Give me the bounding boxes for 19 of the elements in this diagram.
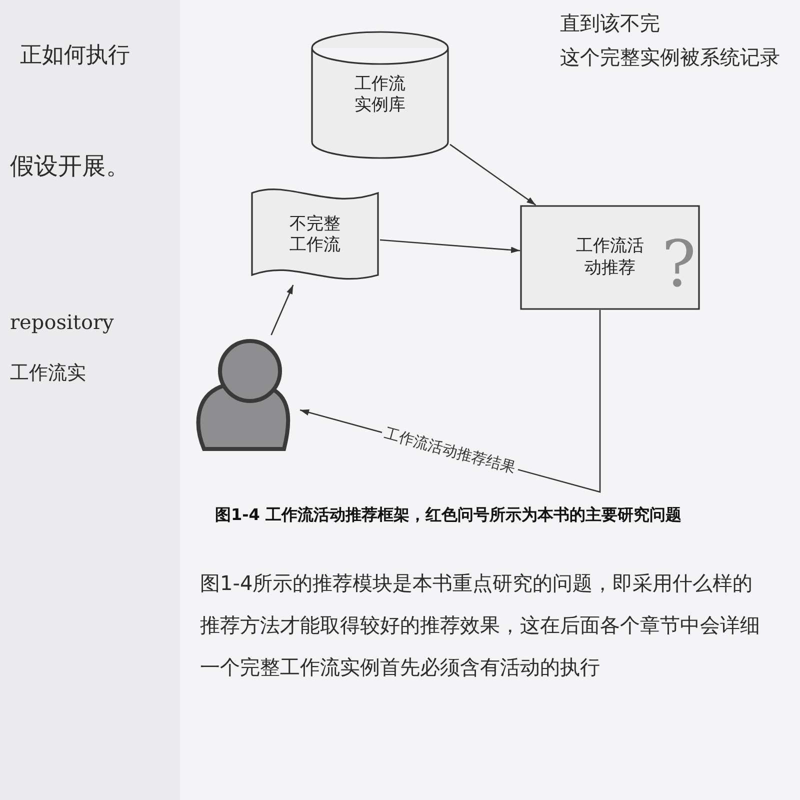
- body-text: 正如何执行: [20, 42, 130, 70]
- question-mark: ?: [662, 233, 696, 297]
- process-box: [520, 205, 700, 310]
- figure-caption: 图1-4 工作流活动推荐框架，红色问号所示为本书的主要研究问题: [215, 505, 682, 526]
- body-text: 工作流实: [10, 361, 86, 386]
- arrow: [450, 144, 536, 206]
- database-cylinder: [310, 30, 450, 160]
- arrow: [380, 239, 520, 254]
- body-text: 图1-4所示的推荐模块是本书重点研究的问题，即采用什么样的: [200, 570, 753, 597]
- body-text: 假设开展。: [10, 151, 130, 182]
- body-text: repository: [10, 310, 114, 334]
- body-text: 推荐方法才能取得较好的推荐效果，这在后面各个章节中会详细: [200, 612, 760, 639]
- node-label: 不完整工作流: [288, 214, 342, 256]
- body-text: 一个完整工作流实例首先必须含有活动的执行: [200, 654, 600, 681]
- node-label: 工作流实例库: [354, 74, 406, 116]
- arrow: [270, 284, 294, 336]
- body-text: 直到该不完: [560, 10, 660, 37]
- body-text: 这个完整实例被系统记录: [560, 44, 780, 71]
- node-label: 工作流活动推荐: [574, 236, 645, 279]
